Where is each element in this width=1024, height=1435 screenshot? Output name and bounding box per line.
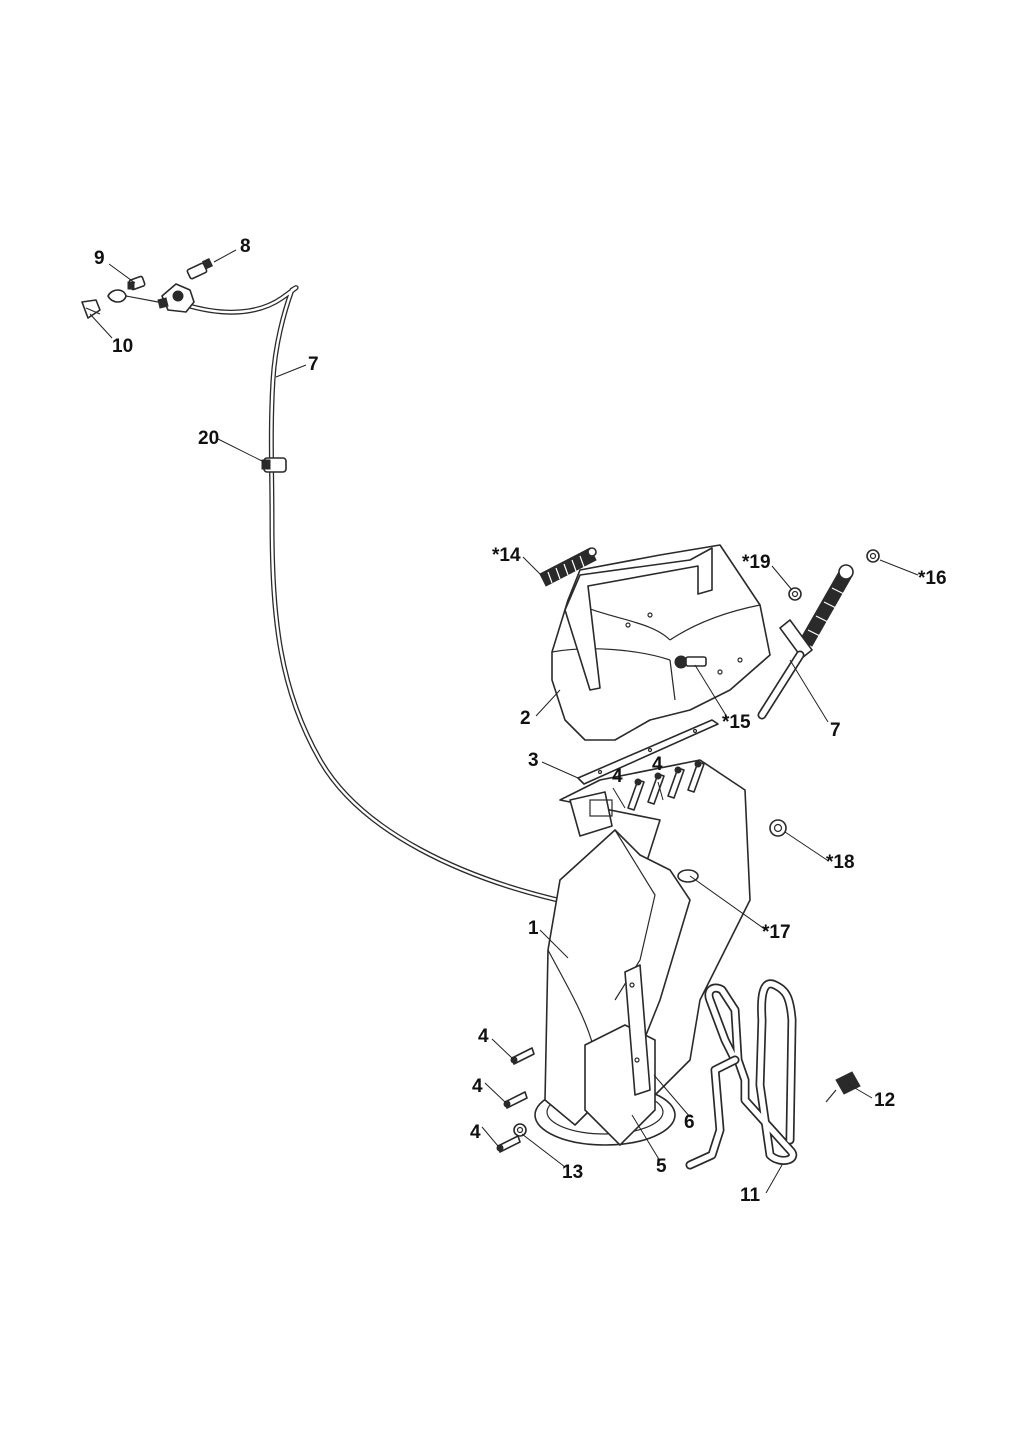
hinge-plate — [577, 719, 719, 785]
chute-top-bolts — [627, 760, 705, 811]
nut-19 — [788, 587, 802, 601]
leader-lines — [89, 249, 919, 1194]
cable-clamp — [261, 457, 287, 473]
callout-11: 11 — [740, 1185, 761, 1206]
callout-16: *16 — [918, 568, 947, 589]
knob — [127, 275, 146, 291]
callout-13: 13 — [562, 1162, 583, 1183]
callout-4-side-b: 4 — [472, 1076, 483, 1097]
nut-13 — [513, 1123, 527, 1137]
deflector-spring — [539, 547, 597, 587]
crank-handle — [825, 1071, 861, 1103]
callout-2: 2 — [520, 708, 531, 729]
control-lever-assembly — [107, 283, 195, 313]
chute-crank-rod — [685, 979, 797, 1170]
callout-5: 5 — [656, 1156, 667, 1177]
callout-8: 8 — [240, 236, 251, 257]
callout-4-side-c: 4 — [470, 1122, 481, 1143]
callout-18: *18 — [826, 852, 855, 873]
clip — [81, 299, 101, 319]
callout-7-rod: 7 — [830, 720, 841, 741]
callout-4-top-b: 4 — [652, 754, 663, 775]
callout-20: 20 — [198, 428, 219, 449]
deflector-control-rod — [757, 564, 854, 720]
discharge-chute — [534, 759, 751, 1146]
callout-9: 9 — [94, 248, 105, 269]
callout-17: *17 — [762, 922, 791, 943]
callout-1: 1 — [528, 918, 539, 939]
chute-side-bolts — [496, 1047, 535, 1153]
callout-6: 6 — [684, 1112, 695, 1133]
callout-labels: 9 8 10 7 20 *14 *19 *16 2 *15 7 3 4 4 *1… — [94, 236, 947, 1206]
callout-12: 12 — [874, 1090, 895, 1111]
callout-19: *19 — [742, 552, 771, 573]
callout-15: *15 — [722, 712, 751, 733]
callout-10: 10 — [112, 336, 133, 357]
chute-deflector — [551, 544, 771, 741]
callout-4-side-a: 4 — [478, 1026, 489, 1047]
pivot-bushing — [677, 869, 699, 883]
callout-4-top-a: 4 — [612, 766, 623, 787]
washer-16 — [866, 549, 880, 563]
callout-14: *14 — [492, 545, 521, 566]
bolt-8 — [186, 258, 213, 280]
callout-3: 3 — [528, 750, 539, 771]
deflector-bolt — [674, 655, 707, 669]
callout-7-cable: 7 — [308, 354, 319, 375]
nut-18 — [769, 819, 787, 837]
control-cable — [183, 285, 583, 908]
